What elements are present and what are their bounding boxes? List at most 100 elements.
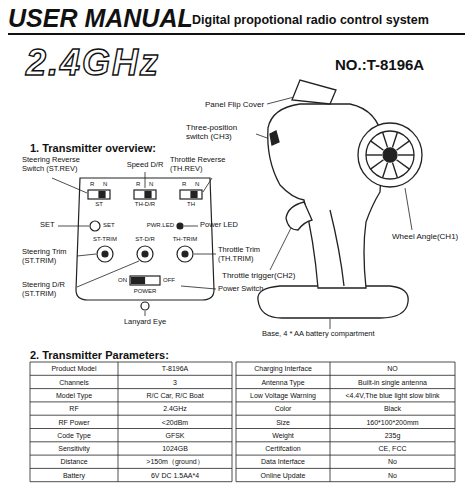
table-rule (236, 362, 455, 363)
leader-lines (52, 96, 412, 329)
table-rule (118, 362, 119, 482)
table-cell: Weight (236, 432, 330, 439)
table-cell: 2.4GHz (118, 405, 232, 412)
table-cell: NO (330, 365, 455, 372)
panel-marking: TH-TRIM (173, 236, 198, 243)
part-name: Throttle Trim (TH.TRIM) (218, 246, 272, 263)
section-heading: 1. Transmitter overview: (30, 142, 156, 155)
table-rule (30, 415, 232, 416)
table-cell: No (330, 472, 455, 479)
table-cell: Model Type (30, 392, 118, 399)
part-name: Three-position switch (CH3) (186, 123, 254, 141)
part-name: Base, 4 * AA battery compartment (262, 330, 375, 339)
wheel-spoke (398, 154, 414, 155)
table-rule (30, 441, 232, 442)
part-name: Power LED (200, 221, 238, 230)
wheel-spoke (396, 141, 409, 150)
table-rule (236, 375, 455, 376)
table-cell: 1024GB (118, 445, 232, 452)
table-rule (30, 362, 232, 363)
model-number: NO.:T-8196A (335, 56, 424, 73)
table-cell: Sensitivity (30, 445, 118, 452)
part-name: Steering Reverse Switch (ST.REV) (22, 156, 86, 173)
table-rule (236, 481, 455, 482)
part-name: Speed D/R (127, 161, 164, 170)
panel-marking: R (136, 181, 140, 188)
table-rule (236, 455, 455, 456)
wheel-spoke (396, 160, 409, 169)
panel-marking: SET (103, 222, 115, 229)
part-name: Steering Trim (ST.TRIM) (22, 248, 76, 265)
table-rule (30, 455, 232, 456)
panel-marking: R (182, 181, 186, 188)
part-name: Panel Flip Cover (205, 100, 264, 109)
table-rule (30, 362, 31, 482)
header-rule (8, 34, 465, 35)
table-rule (236, 388, 455, 389)
panel-marking: R (90, 181, 94, 188)
table-cell: Color (236, 405, 330, 412)
part-name: Lanyard Eye (124, 318, 166, 327)
table-cell: Distance (30, 458, 118, 465)
part-name: SET (40, 221, 55, 230)
table-cell: GFSK (118, 432, 232, 439)
panel-marking: N (103, 181, 107, 188)
table-cell: No (330, 458, 455, 465)
table-cell: R/C Car, R/C Boat (118, 392, 232, 399)
table-cell: 160*100*200mm (330, 419, 455, 426)
panel-marking: POWER (134, 288, 157, 295)
wheel-spoke (392, 163, 397, 178)
panel-marking: N (195, 181, 199, 188)
panel-marking: TH (187, 201, 195, 208)
table-rule (236, 428, 455, 429)
manual-title: USER MANUAL (8, 4, 193, 33)
table-cell: <4.4V,The blue light slow blink (330, 392, 455, 399)
table-rule (30, 428, 232, 429)
table-cell: Code Type (30, 432, 118, 439)
table-rule (236, 401, 455, 402)
part-name: Power Switch (218, 285, 263, 294)
table-cell: 235g (330, 432, 455, 439)
table-cell: Size (236, 419, 330, 426)
wheel-spoke (371, 141, 384, 150)
part-name: Throttle Reverse (TH.REV) (170, 156, 232, 173)
part-name: Throttle trigger(CH2) (222, 271, 295, 280)
table-cell: Battery (30, 472, 118, 479)
table-cell: 6V DC 1.5AA*4 (118, 472, 232, 479)
panel-marking: OFF (163, 277, 175, 284)
table-cell: >150m（ground） (118, 458, 232, 465)
table-cell: 3 (118, 379, 232, 386)
table-rule (30, 388, 232, 389)
table-rule (236, 468, 455, 469)
control-panel (76, 178, 214, 310)
panel-marking: ST (95, 201, 103, 208)
table-rule (30, 481, 232, 482)
table-cell: Channels (30, 379, 118, 386)
panel-marking: TH-D/R (135, 201, 155, 208)
table-cell: RF Power (30, 419, 118, 426)
panel-marking: PWR.LED (147, 222, 174, 229)
panel-marking: N (149, 181, 153, 188)
part-name: Steering D/R (ST.TRIM) (22, 281, 76, 298)
table-rule (30, 375, 232, 376)
wheel-spoke (383, 163, 388, 178)
table-cell: Product Model (30, 365, 118, 372)
table-rule (455, 362, 456, 482)
panel-marking: ON (118, 277, 127, 284)
table-cell: Black (330, 405, 455, 412)
table-rule (330, 362, 331, 482)
wheel-spoke (371, 160, 384, 169)
panel-marking: ST-TRIM (93, 236, 117, 243)
table-cell: Antenna Type (236, 379, 330, 386)
wheel-spoke (383, 132, 388, 147)
table-cell: Data Interface (236, 458, 330, 465)
table-rule (30, 468, 232, 469)
table-rule (232, 362, 233, 482)
table-cell: Certifcation (236, 445, 330, 452)
table-cell: CE, FCC (330, 445, 455, 452)
wheel-spoke (366, 154, 382, 155)
panel-marking: ST-D/R (135, 236, 155, 243)
table-rule (30, 401, 232, 402)
table-rule (236, 362, 237, 482)
